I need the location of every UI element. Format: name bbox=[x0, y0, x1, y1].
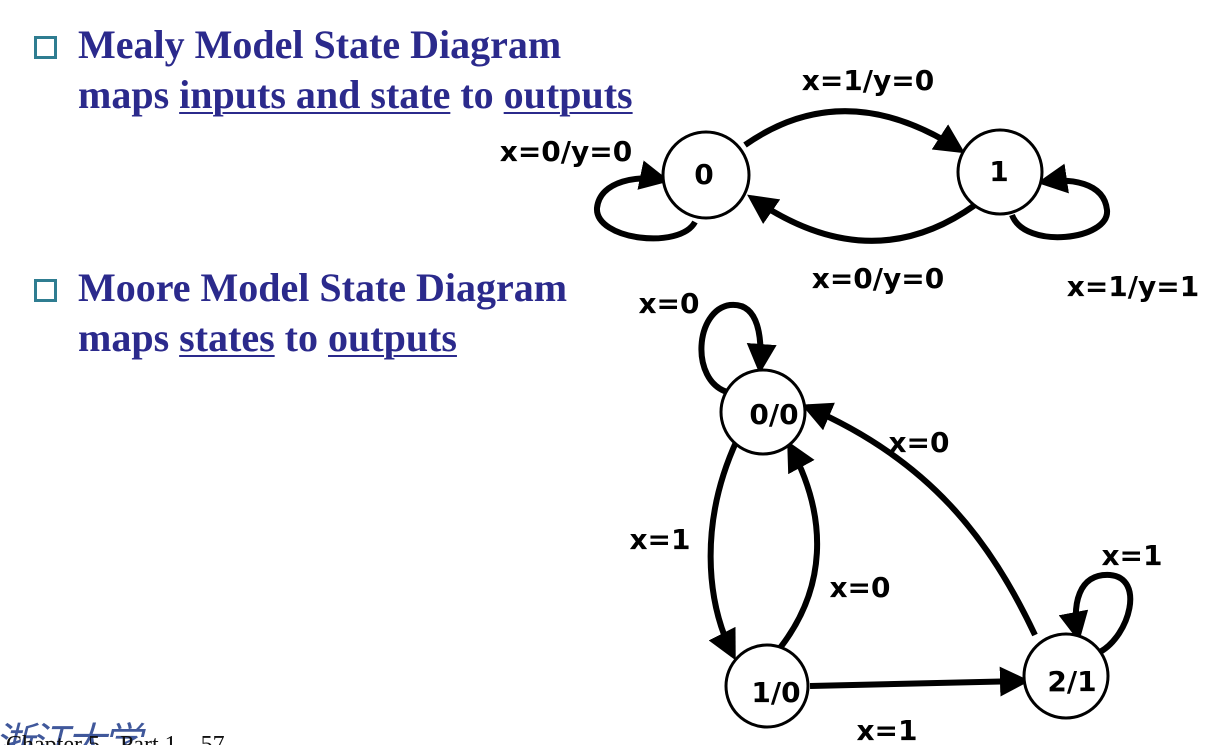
moore-label-2-to-0: x=0 bbox=[888, 426, 949, 459]
moore-subtitle-mid: to bbox=[274, 315, 328, 360]
moore-link-states: states bbox=[179, 315, 275, 360]
mealy-subtitle-pre: maps bbox=[78, 72, 180, 117]
mealy-edge-0-self bbox=[593, 160, 698, 242]
moore-state-0: 0/0 bbox=[719, 368, 807, 456]
moore-state-0-label: 0/0 bbox=[749, 398, 798, 431]
moore-label-1-to-2: x=1 bbox=[856, 714, 917, 745]
footer-page-info: Chapter 5 - Part 1 57 bbox=[6, 732, 225, 745]
mealy-edge-1-self bbox=[1009, 163, 1110, 241]
mealy-state-1: 1 bbox=[956, 128, 1044, 216]
bullet-square-icon bbox=[34, 36, 57, 59]
moore-label-0-to-1: x=1 bbox=[629, 523, 690, 556]
moore-subtitle-pre: maps bbox=[78, 315, 180, 360]
mealy-state-0-label: 0 bbox=[694, 158, 713, 191]
moore-edge-1-to-2 bbox=[809, 666, 1030, 697]
mealy-label-0-to-1: x=1/y=0 bbox=[802, 64, 934, 97]
moore-state-2-label: 2/1 bbox=[1047, 665, 1096, 698]
moore-edge-0-self bbox=[698, 301, 777, 395]
footer: 浙江大学 Chapter 5 - Part 1 57 bbox=[0, 712, 300, 745]
moore-state-2: 2/1 bbox=[1022, 632, 1110, 720]
mealy-label-0-self: x=0/y=0 bbox=[500, 135, 632, 168]
moore-edge-1-to-0 bbox=[777, 440, 821, 650]
mealy-edge-1-to-0 bbox=[747, 194, 977, 244]
mealy-diagram: 0 1 x=1/y=0 x=0/y=0 x=0/y=0 x=1/y=1 bbox=[500, 64, 1199, 303]
mealy-subtitle-mid: to bbox=[450, 72, 504, 117]
mealy-edge-0-to-1 bbox=[743, 108, 966, 154]
mealy-title: Mealy Model State Diagram bbox=[78, 22, 562, 67]
moore-label-0-self: x=0 bbox=[638, 287, 699, 320]
moore-label-1-to-0: x=0 bbox=[829, 571, 890, 604]
mealy-link-outputs: outputs bbox=[503, 72, 633, 117]
moore-state-1-label: 1/0 bbox=[751, 676, 800, 709]
mealy-state-1-label: 1 bbox=[989, 155, 1008, 188]
moore-heading: Moore Model State Diagram maps states to… bbox=[78, 263, 567, 363]
moore-edge-2-to-0 bbox=[801, 402, 1038, 637]
mealy-state-0: 0 bbox=[661, 130, 751, 220]
bullet-square-icon bbox=[34, 279, 57, 302]
moore-link-outputs: outputs bbox=[328, 315, 457, 360]
moore-title: Moore Model State Diagram bbox=[78, 265, 568, 310]
mealy-label-1-self: x=1/y=1 bbox=[1067, 270, 1199, 303]
university-logo: 浙江大学 bbox=[0, 720, 142, 745]
moore-state-1: 1/0 bbox=[724, 643, 810, 729]
moore-subtitle: maps states to outputs bbox=[78, 313, 567, 363]
moore-diagram: 0/0 1/0 2/1 x=0 x=1 x=0 x=0 x=1 x=1 bbox=[629, 287, 1162, 745]
moore-label-2-self: x=1 bbox=[1101, 539, 1162, 572]
mealy-subtitle: maps inputs and state to outputs bbox=[78, 70, 633, 120]
mealy-heading: Mealy Model State Diagram maps inputs an… bbox=[78, 20, 633, 120]
moore-edge-2-self bbox=[1058, 571, 1134, 655]
moore-edge-0-to-1 bbox=[707, 438, 740, 661]
mealy-link-inputs-and-state: inputs and state bbox=[179, 72, 451, 117]
mealy-label-1-to-0: x=0/y=0 bbox=[812, 262, 944, 295]
